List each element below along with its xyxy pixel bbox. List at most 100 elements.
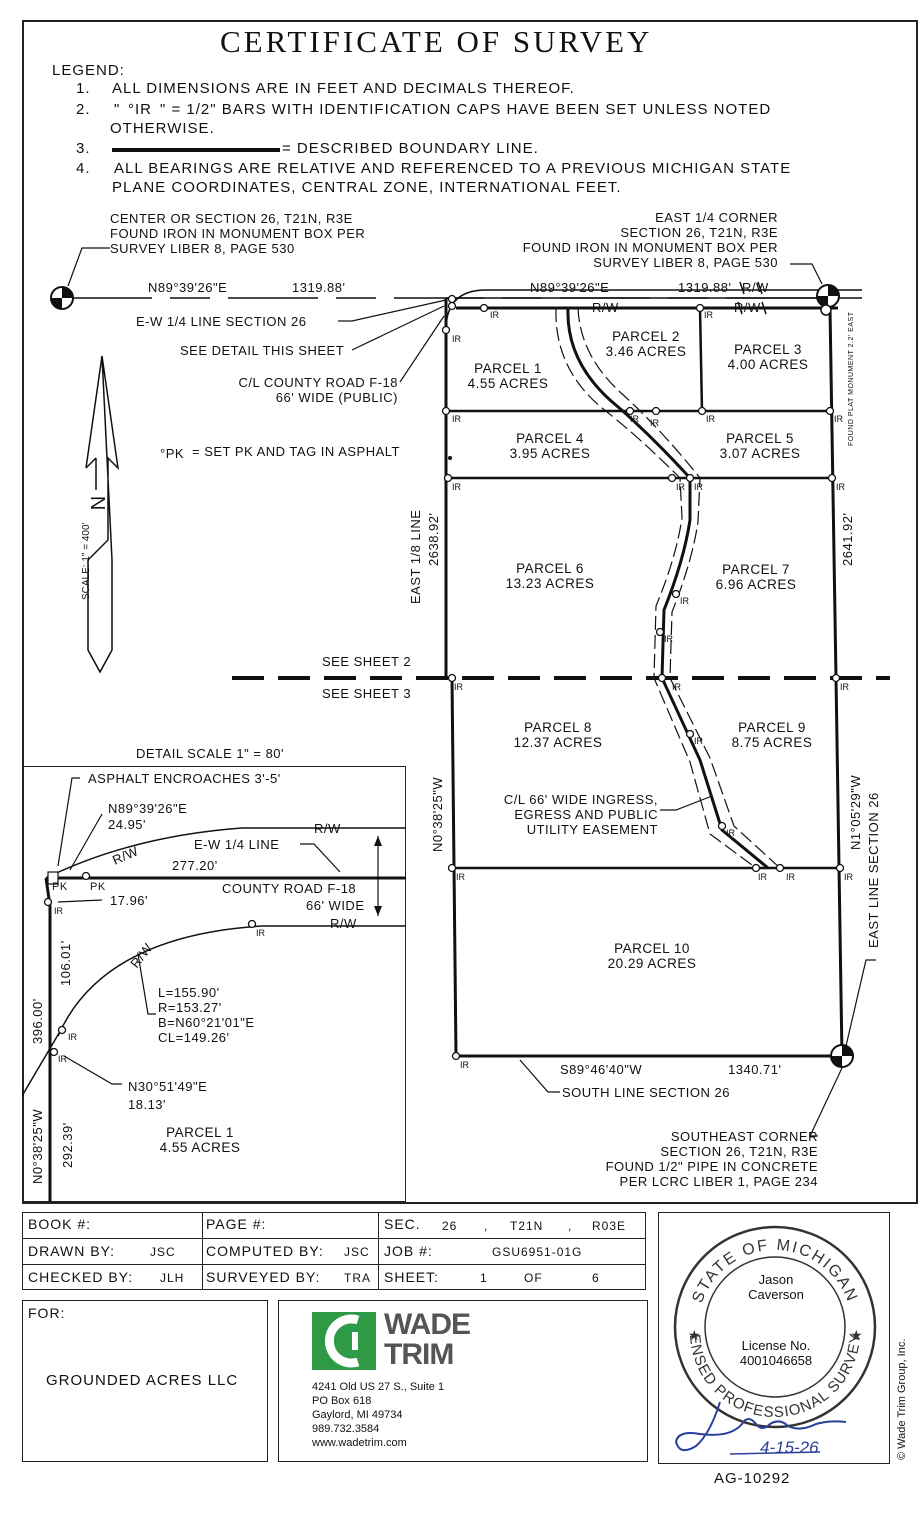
detail-dist-24: 24.95'	[108, 817, 147, 832]
detail-ir: IR	[256, 928, 265, 938]
detail-scale: DETAIL SCALE 1" = 80'	[136, 746, 285, 761]
ir-label: IR	[758, 872, 767, 882]
detail-pk-2: PK	[90, 881, 106, 893]
pk-symbol: °PK	[160, 446, 185, 461]
legend-boundary-line	[112, 148, 280, 152]
detail-ir: IR	[68, 1032, 77, 1042]
ir-label: IR	[452, 414, 461, 424]
legend-num-1: 1.	[76, 80, 91, 97]
detail-county: COUNTY ROAD F-18	[222, 881, 357, 896]
book-label: BOOK #:	[28, 1216, 92, 1232]
detail-pk-1: PK	[52, 881, 68, 893]
legend-text-4a: ALL BEARINGS ARE RELATIVE AND REFERENCED…	[114, 160, 792, 177]
south-bearing: S89°46'40"W	[560, 1062, 643, 1077]
detail-ew: E-W 1/4 LINE	[194, 837, 280, 852]
survey-drawing	[50, 247, 890, 1137]
ir-label: IR	[460, 1060, 469, 1070]
legend-symbol-ir: °IR	[128, 101, 152, 118]
see-sheet-2: SEE SHEET 2	[322, 654, 412, 669]
page-title: CERTIFICATE OF SURVEY	[220, 24, 653, 59]
ir-label: IR	[680, 596, 689, 606]
legend-text-4b: PLANE COORDINATES, CENTRAL ZONE, INTERNA…	[112, 179, 622, 196]
signature-date: 4-15-26	[760, 1438, 819, 1457]
south-distance: 1340.71'	[728, 1062, 782, 1077]
job-value: GSU6951-01G	[492, 1245, 583, 1259]
detail-dist-396: 396.00'	[30, 998, 45, 1044]
ir-label: IR	[844, 872, 853, 882]
detail-ir: IR	[58, 1054, 67, 1064]
sheet-of: OF	[524, 1271, 543, 1285]
detail-rw-3: R/W	[330, 916, 357, 931]
detail-rw-1: R/W	[314, 821, 341, 836]
south-line-label: SOUTH LINE SECTION 26	[562, 1085, 730, 1100]
ir-label: IR	[786, 872, 795, 882]
sheet-total: 6	[592, 1271, 600, 1285]
sheet-value: 1	[480, 1271, 488, 1285]
legend-text-2a: "	[114, 101, 121, 118]
east-eighth-label: EAST 1/8 LINE	[408, 509, 423, 604]
ir-label: IR	[726, 828, 735, 838]
for-block	[22, 1300, 268, 1462]
legend-text-3: = DESCRIBED BOUNDARY LINE.	[282, 140, 539, 157]
ir-label: IR	[650, 418, 659, 428]
drawn-value: JSC	[150, 1245, 176, 1259]
surveyor-seal-icon: STATE OF MICHIGAN LICENSED PROFESSIONAL …	[668, 1220, 877, 1429]
company-block	[278, 1300, 648, 1462]
for-label: FOR:	[28, 1305, 66, 1321]
rng-value: R03E	[592, 1219, 627, 1233]
sec-comma-2: ,	[568, 1219, 573, 1233]
ir-label: IR	[694, 482, 703, 492]
pk-note: = SET PK AND TAG IN ASPHALT	[192, 444, 400, 459]
ir-label: IR	[452, 334, 461, 344]
north-arrow-n: N	[88, 495, 111, 511]
ir-label: IR	[694, 736, 703, 746]
ir-label: IR	[706, 414, 715, 424]
see-detail-label: SEE DETAIL THIS SHEET	[180, 343, 345, 358]
checked-value: JLH	[160, 1271, 185, 1285]
top-bearing-right: N89°39'26"E	[530, 280, 610, 295]
sec-label: SEC.	[384, 1216, 421, 1232]
top-distance-right: 1319.88'	[678, 280, 732, 295]
legend-num-2: 2.	[76, 101, 91, 118]
ir-label: IR	[840, 682, 849, 692]
ew-line-label: E-W 1/4 LINE SECTION 26	[136, 314, 307, 329]
ir-label: IR	[704, 310, 713, 320]
tb-hline-2	[22, 1264, 646, 1265]
ir-label: IR	[664, 634, 673, 644]
drawn-label: DRAWN BY:	[28, 1243, 116, 1259]
seal-license: License No.4001046658	[739, 1338, 813, 1368]
ir-label: IR	[672, 682, 681, 692]
ag-number: AG-10292	[714, 1470, 791, 1487]
detail-dist-17: 17.96'	[110, 893, 149, 908]
legend-heading: LEGEND:	[52, 62, 125, 79]
bearing-west-line: N0°38'25"W	[430, 776, 445, 852]
detail-ir: IR	[54, 906, 63, 916]
sec-comma-1: ,	[484, 1219, 489, 1233]
computed-label: COMPUTED BY:	[206, 1243, 324, 1259]
legend-text-1: ALL DIMENSIONS ARE IN FEET AND DECIMALS …	[112, 80, 575, 97]
see-sheet-3: SEE SHEET 3	[322, 686, 412, 701]
east-line-label: EAST LINE SECTION 26	[866, 792, 881, 948]
top-distance-left: 1319.88'	[292, 280, 346, 295]
job-label: JOB #:	[384, 1243, 433, 1259]
detail-n0: N0°38'25"W	[30, 1108, 45, 1184]
dist-2641: 2641.92'	[840, 512, 855, 566]
tb-vline-1	[202, 1212, 203, 1290]
scale-label: SCALE: 1" = 400'	[81, 522, 92, 600]
legend-num-3: 3.	[76, 140, 91, 157]
company-name-1: WADE	[384, 1308, 471, 1341]
ir-label: IR	[834, 414, 843, 424]
